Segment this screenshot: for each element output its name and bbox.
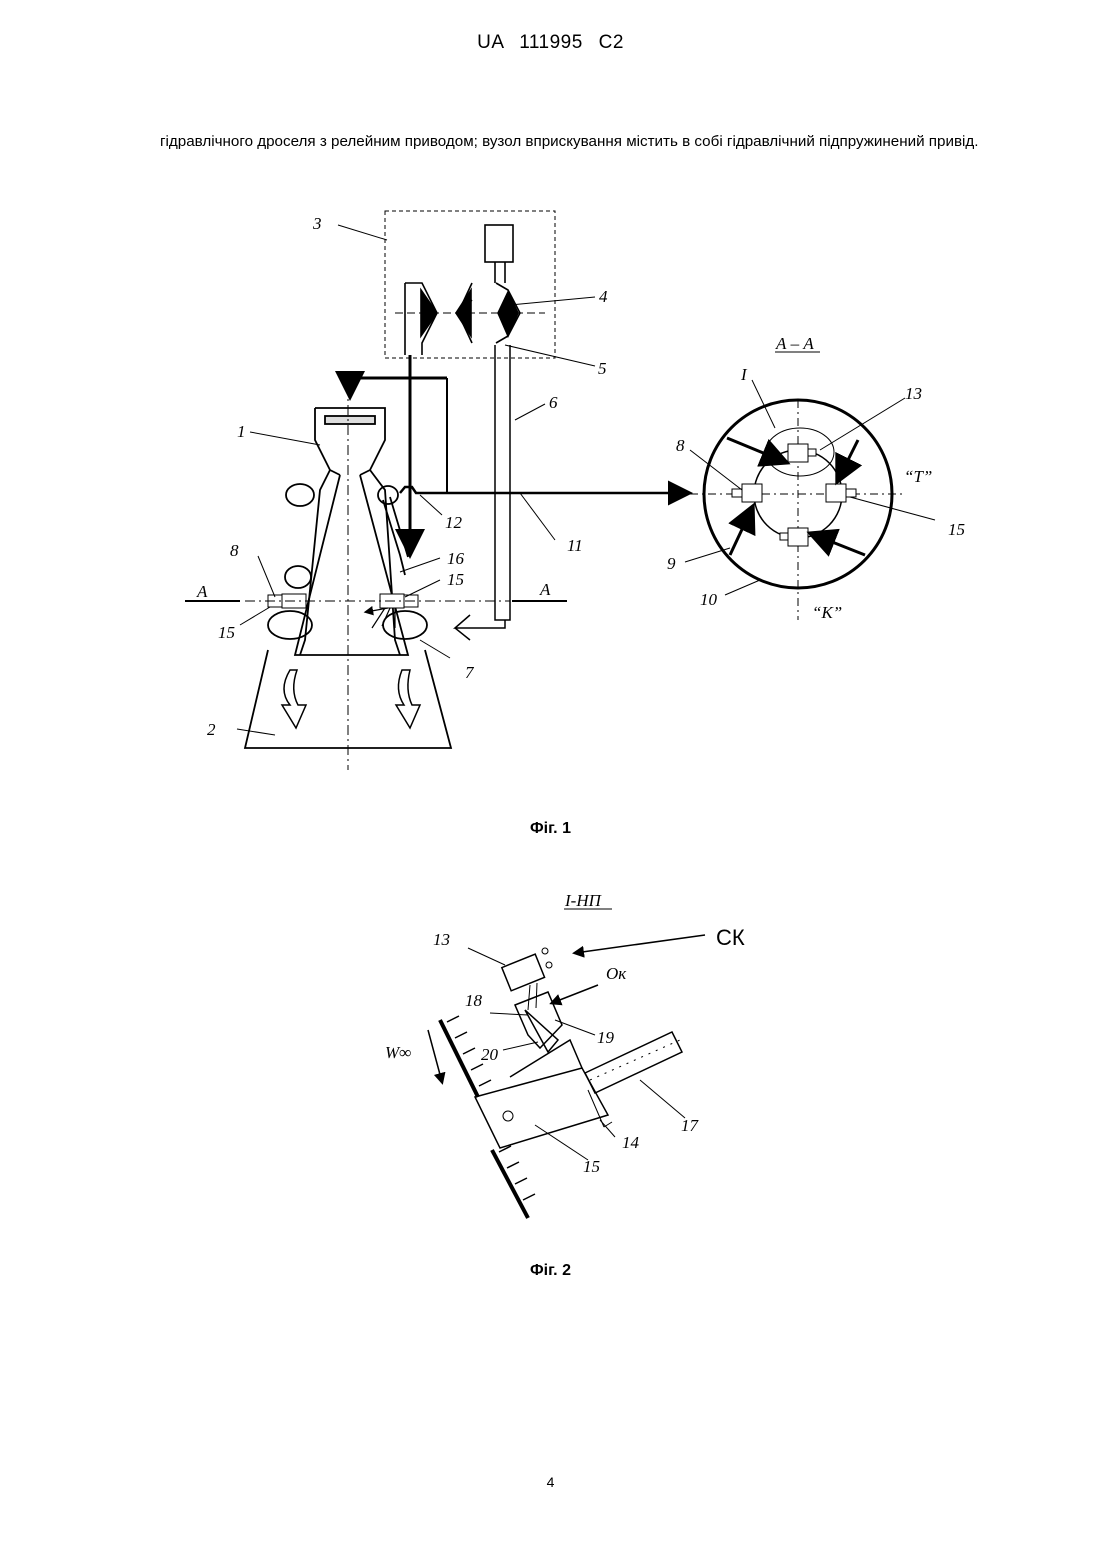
figure-1-caption: Фіг. 1	[0, 820, 1101, 838]
detail-label-15: 15	[948, 520, 965, 539]
fig2-label-20: 20	[481, 1045, 499, 1064]
detail-label-10: 10	[700, 590, 718, 609]
figure-2-drawing	[428, 909, 705, 1218]
throttle-valves	[405, 225, 520, 355]
label-8: 8	[230, 541, 239, 560]
cut-label-A-left: А	[196, 582, 208, 601]
detail-label-13: 13	[905, 384, 922, 403]
control-unit-box	[385, 211, 555, 358]
label-15-right: 15	[447, 570, 464, 589]
detail-label-I: І	[740, 365, 748, 384]
label-6: 6	[549, 393, 558, 412]
label-4: 4	[599, 287, 608, 306]
section-A-A-detail	[685, 352, 935, 620]
fig2-label-13: 13	[433, 930, 450, 949]
fig2-label-Ok: Ок	[606, 964, 627, 983]
label-11: 11	[567, 536, 583, 555]
fig2-label-CK: СК	[716, 925, 745, 950]
page-number: 4	[0, 1474, 1101, 1490]
label-15-left: 15	[218, 623, 235, 642]
label-3: 3	[312, 214, 322, 233]
fig2-label-14: 14	[622, 1133, 640, 1152]
label-K: “К”	[812, 603, 842, 622]
fig2-label-W: W∞	[385, 1043, 411, 1062]
label-2: 2	[207, 720, 216, 739]
detail-label-8: 8	[676, 436, 685, 455]
label-1: 1	[237, 422, 246, 441]
label-5: 5	[598, 359, 607, 378]
fig2-label-15: 15	[583, 1157, 600, 1176]
fig2-title: І-НП	[564, 891, 603, 910]
detail-label-9: 9	[667, 554, 676, 573]
label-T: “Т”	[904, 467, 932, 486]
cut-label-A-right: А	[539, 580, 551, 599]
fig2-label-17: 17	[681, 1116, 700, 1135]
section-title-A-A: А – А	[775, 334, 814, 353]
figure-2-caption: Фіг. 2	[0, 1262, 1101, 1280]
label-16: 16	[447, 549, 465, 568]
fig2-label-19: 19	[597, 1028, 615, 1047]
fig2-label-18: 18	[465, 991, 483, 1010]
label-7: 7	[465, 663, 475, 682]
label-12: 12	[445, 513, 463, 532]
